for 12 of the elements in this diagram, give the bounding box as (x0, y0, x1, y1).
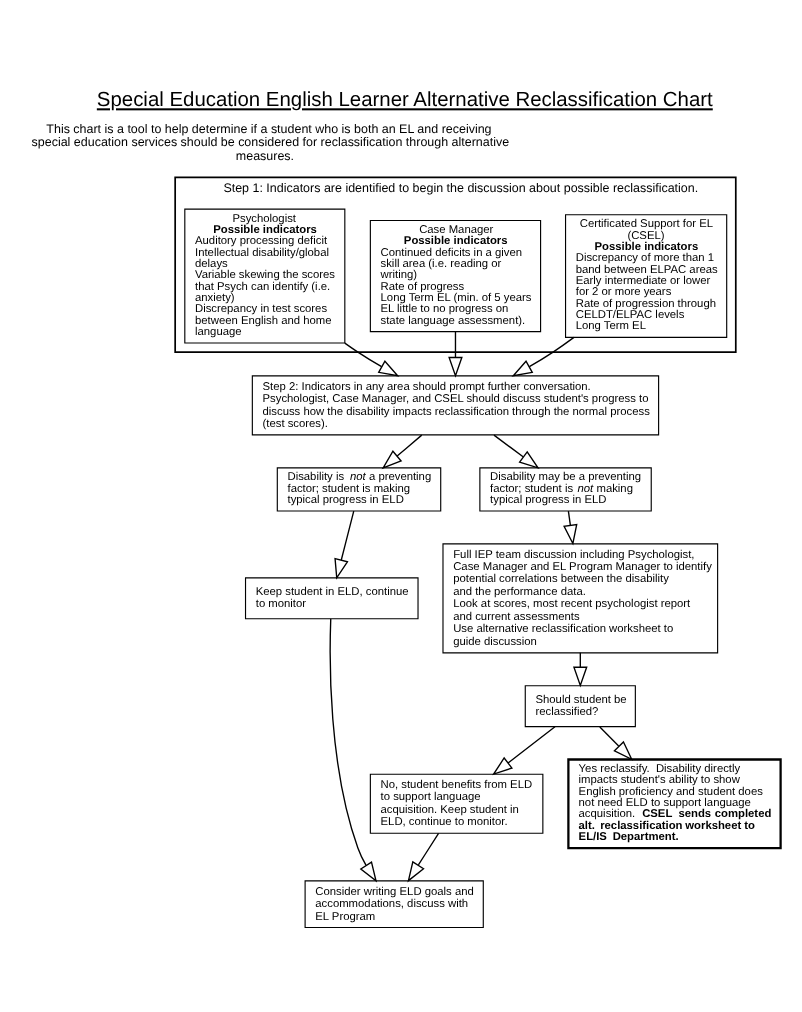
arrow (329, 617, 378, 882)
arrow (511, 335, 575, 376)
arrow (493, 433, 540, 469)
arrow (381, 433, 423, 469)
diagram-title: Special Education English Learner Alternative Reclassification Chart (96, 89, 713, 112)
arrow (448, 330, 463, 377)
arrow (492, 725, 556, 775)
arrow (344, 341, 400, 376)
arrow (334, 509, 355, 579)
arrow (407, 831, 440, 882)
arrow (599, 725, 634, 760)
arrow (563, 509, 578, 545)
